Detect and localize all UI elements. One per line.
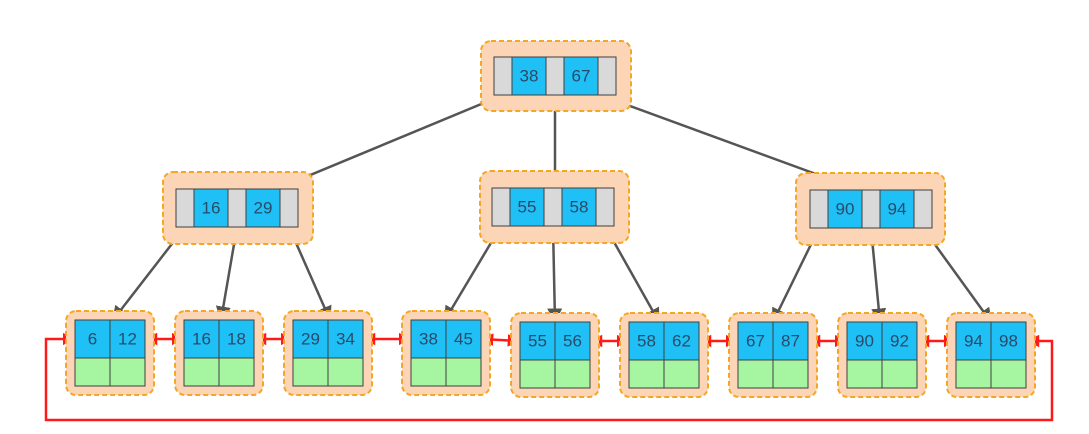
- data-cell: [327, 357, 364, 387]
- leaf-node-6: 58 62: [619, 312, 709, 398]
- leaf-1-key-2: 12: [118, 330, 137, 349]
- pointer-cell: [175, 188, 195, 228]
- root-key-2: 67: [572, 67, 591, 86]
- data-cell: [737, 359, 774, 389]
- leaf-9-key-1: 94: [964, 332, 983, 351]
- key-cell: [737, 321, 774, 361]
- leaf-node-3: 29 34: [283, 310, 373, 396]
- key-cell: [511, 56, 547, 96]
- leaf-node-1: 6 12: [65, 310, 155, 396]
- leaf-3-key-1: 29: [301, 330, 320, 349]
- key-cell: [772, 321, 809, 361]
- key-cell: [109, 319, 146, 359]
- pointer-cell: [491, 187, 511, 227]
- data-cell: [772, 359, 809, 389]
- data-cell: [109, 357, 146, 387]
- leaf-node-4: 38 45: [401, 310, 491, 396]
- root-key-1: 38: [520, 67, 539, 86]
- internal-node-3: 90 94: [795, 172, 946, 246]
- key-cell: [879, 189, 915, 229]
- internal-node-2: 55 58: [479, 170, 630, 244]
- key-cell: [218, 319, 255, 359]
- data-cell: [74, 357, 111, 387]
- data-cell: [292, 357, 329, 387]
- pointer-cell: [913, 189, 933, 229]
- pointer-cell: [543, 187, 563, 227]
- data-cell: [628, 359, 665, 389]
- pointer-cell: [597, 56, 617, 96]
- leaf-7-key-2: 87: [781, 332, 800, 351]
- leaf-node-2: 16 18: [174, 310, 264, 396]
- data-cell: [519, 359, 556, 389]
- leaf-6-key-2: 62: [672, 332, 691, 351]
- leaf-8-key-2: 92: [890, 332, 909, 351]
- leaf-7-key-1: 67: [746, 332, 765, 351]
- internal-3-key-1: 90: [836, 200, 855, 219]
- leaf-4-key-2: 45: [454, 330, 473, 349]
- internal-3-key-2: 94: [888, 200, 907, 219]
- leaf-1-key-1: 6: [88, 330, 97, 349]
- leaf-node-9: 94 98: [946, 312, 1036, 398]
- key-cell: [628, 321, 665, 361]
- leaf-2-key-1: 16: [192, 330, 211, 349]
- key-cell: [561, 187, 597, 227]
- data-cell: [663, 359, 700, 389]
- data-cell: [881, 359, 918, 389]
- pointer-cell: [809, 189, 829, 229]
- leaf-6-key-1: 58: [637, 332, 656, 351]
- data-cell: [554, 359, 591, 389]
- leaf-node-7: 67 87: [728, 312, 818, 398]
- wrap-around-leaf-link: [44, 332, 1054, 422]
- key-cell: [193, 188, 229, 228]
- key-cell: [327, 319, 364, 359]
- key-cell: [183, 319, 220, 359]
- internal-2-key-1: 55: [518, 198, 537, 217]
- data-cell: [183, 357, 220, 387]
- leaf-node-8: 90 92: [837, 312, 927, 398]
- key-cell: [410, 319, 447, 359]
- internal-1-key-1: 16: [202, 199, 221, 218]
- key-cell: [563, 56, 599, 96]
- key-cell: [846, 321, 883, 361]
- leaf-4-key-1: 38: [419, 330, 438, 349]
- leaf-9-key-2: 98: [999, 332, 1018, 351]
- leaf-5-key-2: 56: [563, 332, 582, 351]
- data-cell: [218, 357, 255, 387]
- key-cell: [445, 319, 482, 359]
- root-node: 38 67: [480, 40, 632, 112]
- pointer-cell: [545, 56, 565, 96]
- data-cell: [955, 359, 992, 389]
- data-cell: [410, 357, 447, 387]
- leaf-5-key-1: 55: [528, 332, 547, 351]
- key-cell: [509, 187, 545, 227]
- pointer-cell: [861, 189, 881, 229]
- data-cell: [990, 359, 1027, 389]
- internal-1-key-2: 29: [254, 199, 273, 218]
- leaf-3-key-2: 34: [336, 330, 355, 349]
- key-cell: [881, 321, 918, 361]
- data-cell: [445, 357, 482, 387]
- leaf-2-key-2: 18: [227, 330, 246, 349]
- leaf-node-5: 55 56: [510, 312, 600, 398]
- pointer-cell: [279, 188, 299, 228]
- key-cell: [554, 321, 591, 361]
- key-cell: [74, 319, 111, 359]
- leaf-8-key-1: 90: [855, 332, 874, 351]
- pointer-cell: [595, 187, 615, 227]
- internal-2-key-2: 58: [570, 198, 589, 217]
- key-cell: [663, 321, 700, 361]
- internal-node-1: 16 29: [162, 171, 314, 245]
- pointer-cell: [227, 188, 247, 228]
- data-cell: [846, 359, 883, 389]
- pointer-cell: [493, 56, 513, 96]
- key-cell: [519, 321, 556, 361]
